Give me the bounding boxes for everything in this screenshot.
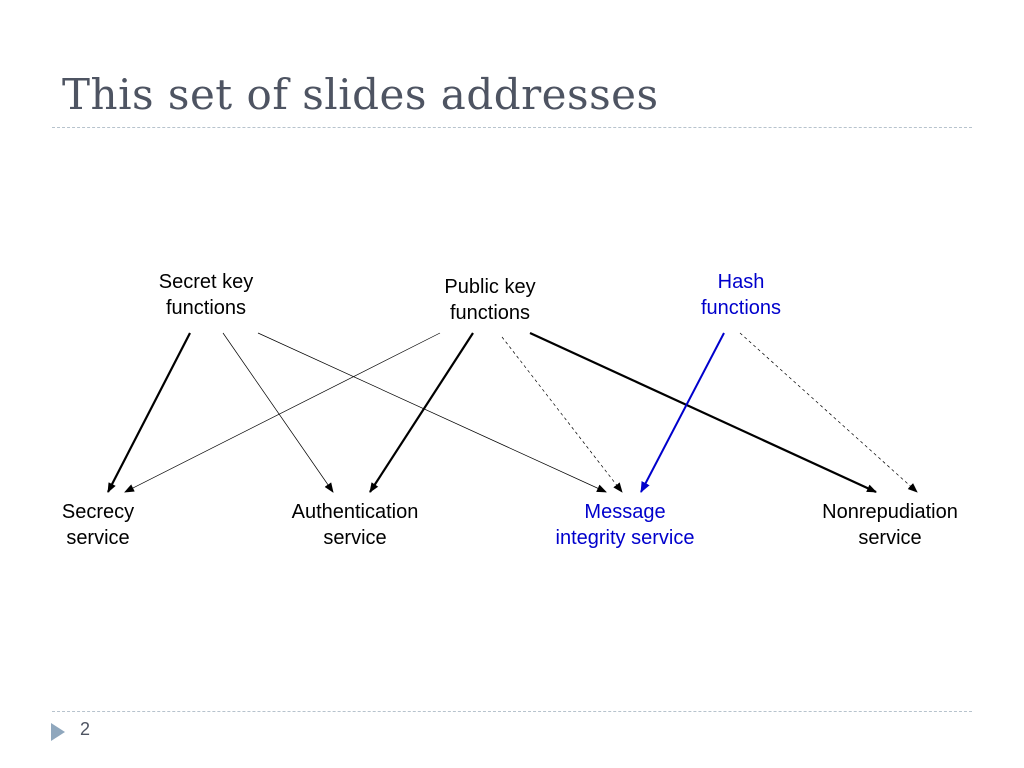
node-line: Authentication (291, 501, 419, 523)
node-line: Hash (717, 271, 765, 293)
node-public-key-functions: Public key functions (430, 274, 550, 326)
play-triangle-icon (51, 723, 65, 741)
edge-public-to-nonrepudiation (529, 332, 877, 493)
node-line: service (858, 527, 922, 549)
node-secrecy-service: Secrecy service (38, 499, 158, 551)
edge-public-to-integrity (501, 336, 623, 493)
node-nonrepudiation-service: Nonrepudiation service (805, 499, 975, 551)
node-line: Secret key (158, 271, 254, 293)
edge-secret-to-secrecy (107, 332, 191, 493)
title-divider (52, 127, 972, 128)
node-line: Public key (444, 276, 536, 298)
node-authentication-service: Authentication service (275, 499, 435, 551)
node-line: functions (165, 297, 247, 319)
node-message-integrity-service: Message integrity service (535, 499, 715, 551)
node-line: Secrecy (61, 501, 135, 523)
node-line: functions (700, 297, 782, 319)
edge-secret-to-integrity (257, 332, 607, 493)
page-number: 2 (80, 719, 91, 739)
node-line: service (66, 527, 130, 549)
slide-title: This set of slides addresses (62, 70, 659, 119)
edge-secret-to-authentication (222, 332, 334, 493)
node-line: integrity service (555, 527, 695, 549)
node-line: service (323, 527, 387, 549)
footer-divider (52, 711, 972, 712)
edge-hash-to-nonrepudiation (739, 332, 918, 493)
node-hash-functions: Hash functions (681, 269, 801, 321)
node-secret-key-functions: Secret key functions (146, 269, 266, 321)
edge-public-to-secrecy (124, 332, 441, 493)
node-line: Message (584, 501, 666, 523)
edge-public-to-authentication (369, 332, 474, 493)
node-line: functions (449, 302, 531, 324)
node-line: Nonrepudiation (822, 501, 958, 523)
edge-hash-to-integrity (640, 332, 725, 493)
